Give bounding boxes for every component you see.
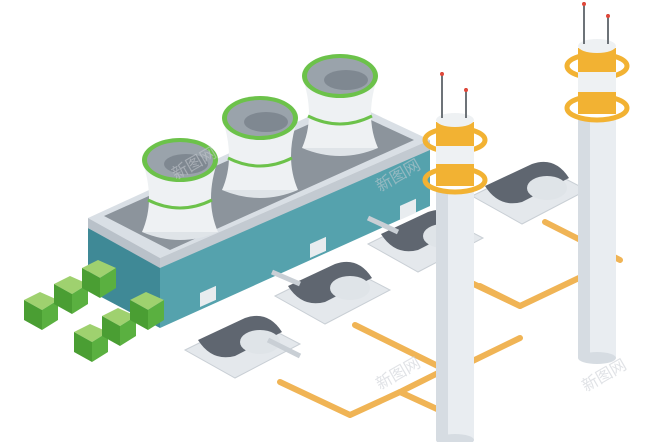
- storage-tank-2: [271, 261, 392, 325]
- cooling-tower-1: [142, 138, 218, 240]
- vent-grille: [200, 198, 416, 307]
- chimney-right: [564, 2, 630, 364]
- watermark: 新图网: [373, 353, 424, 393]
- transformer-group: [24, 260, 164, 362]
- transformer-icon: [24, 292, 58, 330]
- cooling-tower-2: [222, 96, 298, 198]
- storage-tank-1: [183, 315, 302, 379]
- transformer-icon: [82, 260, 116, 298]
- transformer-icon: [102, 308, 136, 346]
- storage-tank-4: [470, 161, 589, 225]
- chimney-left: [422, 72, 488, 442]
- transformer-icon: [54, 276, 88, 314]
- cooling-tower-3: [302, 54, 378, 156]
- transformer-icon: [130, 292, 164, 330]
- transformer-icon: [74, 324, 108, 362]
